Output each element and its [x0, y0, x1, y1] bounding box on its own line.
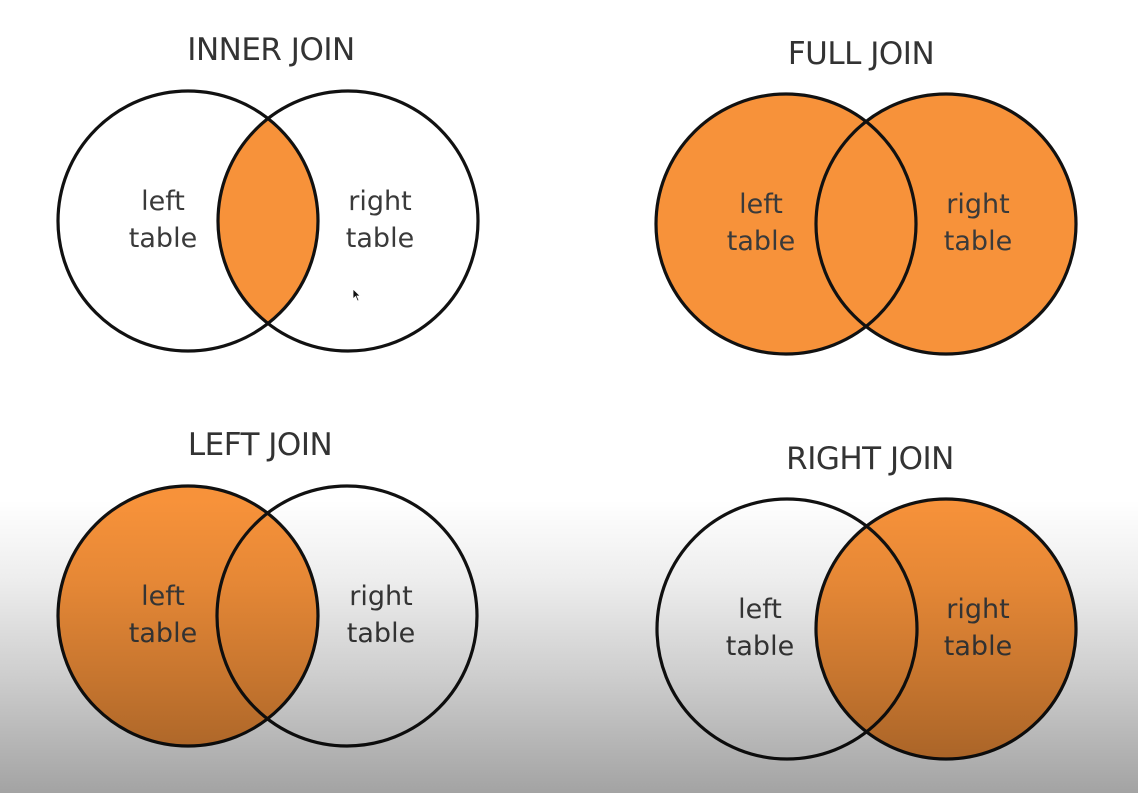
full-join-venn [654, 92, 1078, 356]
full-left-set-outline [654, 92, 918, 356]
left-join-venn [56, 484, 479, 748]
inner-join-title: INNER JOIN [187, 32, 355, 68]
inner-join-venn [56, 89, 480, 353]
left-intersection-fill [217, 486, 318, 746]
inner-left-set-outline [56, 89, 320, 353]
right-left-set-outline [655, 497, 919, 761]
right-join-venn [655, 497, 1078, 761]
inner-intersection-fill [218, 91, 318, 351]
right-right-set-outline [814, 497, 1078, 761]
left-join-title: LEFT JOIN [187, 427, 333, 463]
full-right-set-outline [814, 92, 1078, 356]
left-right-set-outline [215, 484, 479, 748]
full-join-title: FULL JOIN [787, 36, 935, 72]
right-intersection-fill [816, 499, 917, 759]
right-join-title: RIGHT JOIN [786, 441, 954, 477]
arrow-pointer-icon [352, 288, 361, 302]
full-intersection-fill [816, 94, 916, 354]
inner-right-set-outline [216, 89, 480, 353]
left-left-set-outline [56, 484, 320, 748]
